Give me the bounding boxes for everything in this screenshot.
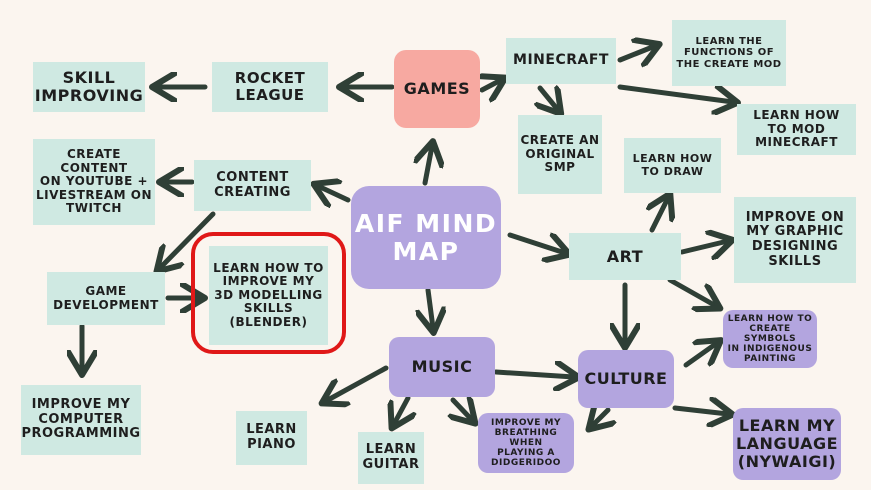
arrow-center-music — [428, 287, 433, 328]
arrow-minecraft-mod — [617, 87, 733, 102]
node-learn-guitar[interactable]: LEARN GUITAR — [358, 432, 424, 484]
node-rocket-league[interactable]: ROCKET LEAGUE — [212, 62, 328, 112]
node-improve-breathing[interactable]: IMPROVE MY BREATHING WHEN PLAYING A DIDG… — [478, 413, 574, 473]
node-improve-programming[interactable]: IMPROVE MY COMPUTER PROGRAMMING — [21, 385, 141, 455]
node-create-content[interactable]: CREATE CONTENT ON YOUTUBE + LIVESTREAM O… — [33, 139, 155, 225]
arrow-art-symbols — [667, 277, 716, 306]
arrow-music-breathing — [453, 400, 472, 420]
arrow-minecraft-createmod — [617, 46, 655, 60]
node-minecraft[interactable]: MINECRAFT — [506, 38, 616, 84]
node-game-development[interactable]: GAME DEVELOPMENT — [47, 272, 165, 325]
arrow-music-guitar — [394, 395, 408, 424]
arrow-minecraft-smp — [540, 88, 558, 110]
arrow-culture-breathing — [592, 410, 608, 426]
arrow-center-games — [425, 146, 432, 186]
node-art[interactable]: ART — [569, 233, 681, 280]
node-culture[interactable]: CULTURE — [578, 350, 674, 408]
node-music[interactable]: MUSIC — [389, 337, 495, 397]
node-learn-create-mod[interactable]: LEARN THE FUNCTIONS OF THE CREATE MOD — [672, 20, 786, 86]
node-skill-improving[interactable]: SKILL IMPROVING — [33, 62, 145, 112]
arrow-center-content — [318, 186, 351, 200]
node-create-smp[interactable]: CREATE AN ORIGINAL SMP — [518, 115, 602, 194]
node-learn-draw[interactable]: LEARN HOW TO DRAW — [624, 138, 721, 193]
arrow-art-graphic — [679, 241, 728, 252]
arrow-culture-language — [672, 408, 728, 414]
node-learn-symbols[interactable]: LEARN HOW TO CREATE SYMBOLS IN INDIGENOU… — [723, 310, 817, 368]
node-learn-language[interactable]: LEARN MY LANGUAGE (NYWAIGI) — [733, 408, 841, 480]
node-learn-piano[interactable]: LEARN PIANO — [236, 411, 307, 465]
arrow-center-art — [507, 232, 565, 253]
arrow-content-gamedev — [160, 211, 216, 268]
center-node[interactable]: AIF MIND MAP — [351, 186, 501, 289]
arrow-culture-symbols — [683, 343, 717, 368]
arrow-art-draw — [652, 198, 668, 233]
node-games[interactable]: GAMES — [394, 50, 480, 128]
arrow-games-minecraft — [482, 80, 501, 90]
node-improve-graphic[interactable]: IMPROVE ON MY GRAPHIC DESIGNING SKILLS — [734, 197, 856, 283]
arrow-music-culture — [493, 372, 574, 377]
highlight-circle — [191, 232, 346, 354]
node-content-creating[interactable]: CONTENT CREATING — [194, 160, 311, 211]
node-learn-3d-modelling[interactable]: LEARN HOW TO IMPROVE MY 3D MODELLING SKI… — [209, 246, 328, 345]
arrow-music-piano — [326, 365, 389, 401]
node-learn-mod-minecraft[interactable]: LEARN HOW TO MOD MINECRAFT — [737, 104, 856, 155]
